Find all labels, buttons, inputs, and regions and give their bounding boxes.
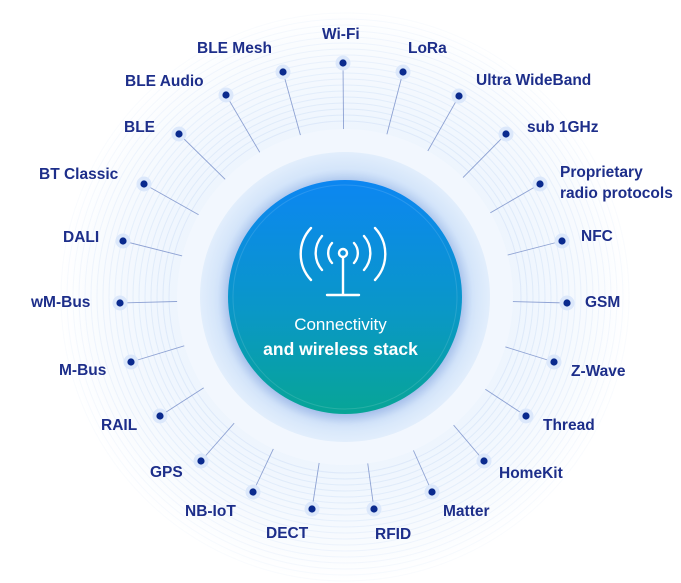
decorative-ring xyxy=(66,18,624,576)
label-m-bus: M-Bus xyxy=(59,362,107,379)
protocol-dot xyxy=(308,505,316,513)
label-proprietary: Proprietary xyxy=(560,164,643,181)
label-bt-classic: BT Classic xyxy=(39,166,119,183)
decorative-ring xyxy=(90,42,600,552)
label-homekit: HomeKit xyxy=(499,465,563,482)
decorative-ring xyxy=(96,48,594,546)
center-title-line1: Connectivity xyxy=(294,315,387,334)
decorative-ring xyxy=(78,30,612,564)
label-lora: LoRa xyxy=(408,40,447,57)
protocol-dot xyxy=(339,59,347,67)
protocol-dot xyxy=(249,488,257,496)
decorative-ring xyxy=(168,120,522,474)
protocol-dot xyxy=(279,68,287,76)
protocol-dot xyxy=(399,68,407,76)
protocol-dots xyxy=(112,55,575,517)
protocol-dot xyxy=(116,299,124,307)
protocol-dot xyxy=(127,358,135,366)
label-z-wave: Z-Wave xyxy=(571,363,626,380)
label-ble-mesh: BLE Mesh xyxy=(197,40,272,57)
protocol-dot xyxy=(550,358,558,366)
center-title-line2: and wireless stack xyxy=(263,339,418,359)
decorative-ring xyxy=(162,114,528,480)
decorative-ring xyxy=(150,102,540,492)
protocol-dot xyxy=(522,412,530,420)
protocol-dot xyxy=(370,505,378,513)
label-gps: GPS xyxy=(150,464,183,481)
decorative-ring xyxy=(72,24,618,570)
decorative-ring xyxy=(138,90,552,504)
decorative-ring xyxy=(84,36,606,558)
protocol-dot xyxy=(119,237,127,245)
protocol-dot xyxy=(558,237,566,245)
protocol-dot xyxy=(428,488,436,496)
protocol-dot xyxy=(222,91,230,99)
protocol-dot xyxy=(455,92,463,100)
decorative-ring xyxy=(132,84,558,510)
decorative-ring xyxy=(102,54,588,540)
label-nb-iot: NB-IoT xyxy=(185,503,236,520)
antenna-signal-icon xyxy=(299,226,387,297)
label-rail: RAIL xyxy=(101,417,138,434)
decorative-ring xyxy=(144,96,546,498)
protocol-dot xyxy=(175,130,183,138)
label-radio-protocols: radio protocols xyxy=(560,185,673,202)
protocol-dot xyxy=(140,180,148,188)
label-wifi: Wi-Fi xyxy=(322,26,360,43)
label-rfid: RFID xyxy=(375,526,412,543)
label-dect: DECT xyxy=(266,525,309,542)
label-wm-bus: wM-Bus xyxy=(31,294,91,311)
protocol-dot xyxy=(197,457,205,465)
label-thread: Thread xyxy=(543,417,595,434)
protocol-dot xyxy=(502,130,510,138)
protocol-dot xyxy=(156,412,164,420)
label-matter: Matter xyxy=(443,503,490,520)
label-ble: BLE xyxy=(124,119,155,136)
label-sub-1ghz: sub 1GHz xyxy=(527,119,599,136)
label-ble-audio: BLE Audio xyxy=(125,73,204,90)
label-dali: DALI xyxy=(63,229,100,246)
protocol-dot xyxy=(536,180,544,188)
label-nfc: NFC xyxy=(581,228,613,245)
decorative-ring xyxy=(60,12,630,582)
label-gsm: GSM xyxy=(585,294,621,311)
decorative-ring xyxy=(156,108,534,486)
core-circle xyxy=(228,180,462,414)
label-ultra-wideband: Ultra WideBand xyxy=(476,72,592,89)
protocol-dot xyxy=(563,299,571,307)
core-inner-ring xyxy=(232,184,458,410)
protocol-dot xyxy=(480,457,488,465)
